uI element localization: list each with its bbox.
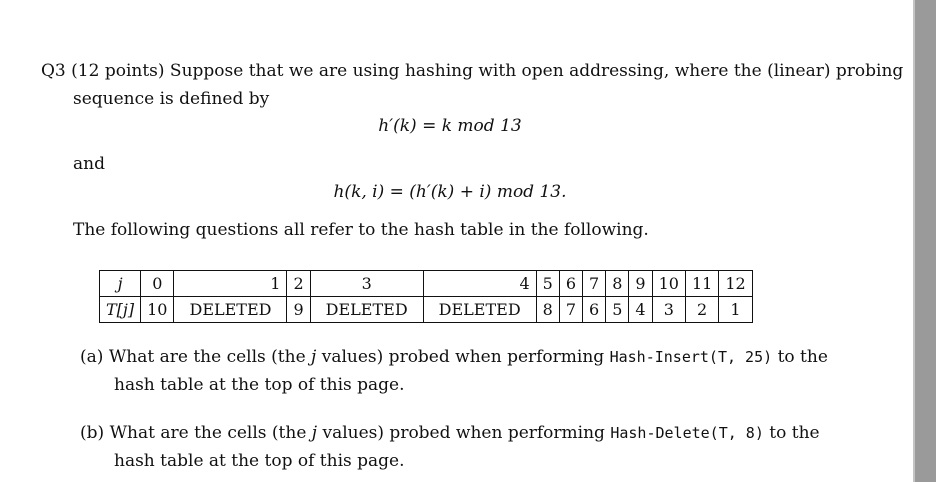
value-cell: 7 [558,296,584,323]
index-cell: 3 [309,270,424,297]
index-cell: 9 [628,270,653,297]
index-cell: 0 [140,270,175,297]
part-b-code: Hash-Delete(T, 8) [610,424,764,442]
index-cell: 4 [422,270,537,297]
value-cell: 3 [651,296,686,323]
value-cell: DELETED [422,296,537,323]
question-intro-text: (12 points) Suppose that we are using ha… [71,61,904,81]
value-cell: DELETED [173,296,288,323]
following-sentence: The following questions all refer to the… [73,220,649,240]
vertical-scrollbar[interactable] [913,0,936,482]
part-a-text-mid: values) probed when performing [321,347,605,367]
question-intro-line2: sequence is defined by [73,89,270,109]
formula-h-prime: h′(k) = k mod 13 [378,116,522,136]
value-row: T[j] 10 DELETED 9 DELETED DELETED 8 7 6 … [98,296,753,323]
index-cell: 12 [718,270,753,297]
index-cell: 1 [173,270,288,297]
value-cell: 8 [535,296,560,323]
index-cell: 7 [582,270,607,297]
index-cell: 11 [684,270,720,297]
part-b-text-before: What are the cells (the [109,423,307,443]
part-b-line1: (b) What are the cells (the j values) pr… [80,422,820,444]
part-b-text-after: to the [769,423,820,443]
value-cell: 2 [684,296,720,323]
formula-h: h(k, i) = (h′(k) + i) mod 13. [333,182,567,202]
value-header: T[j] [98,296,142,323]
index-header: j [98,270,142,297]
value-cell: 1 [718,296,753,323]
index-cell: 2 [286,270,311,297]
value-cell: 9 [286,296,311,323]
part-b-var: j [311,423,318,443]
part-b-line2: hash table at the top of this page. [114,451,405,471]
index-cell: 6 [558,270,584,297]
question-intro-line1: Q3 (12 points) Suppose that we are using… [41,60,903,82]
part-a-text-after: to the [777,347,828,367]
part-a-line2: hash table at the top of this page. [114,375,405,395]
value-cell: 6 [582,296,607,323]
part-b-text-mid: values) probed when performing [322,423,605,443]
question-label: Q3 [41,61,66,81]
value-cell: 10 [140,296,175,323]
part-b-label: (b) [80,423,105,443]
index-cell: 5 [535,270,560,297]
part-a-label: (a) [80,347,104,367]
part-a-line1: (a) What are the cells (the j values) pr… [80,346,828,368]
part-a-text-before: What are the cells (the [108,347,306,367]
and-word: and [73,154,105,174]
index-cell: 8 [605,270,630,297]
scrollbar-edge [913,0,915,482]
value-cell: 4 [628,296,653,323]
value-cell: 5 [605,296,630,323]
value-cell: DELETED [309,296,424,323]
part-a-code: Hash-Insert(T, 25) [609,348,773,366]
hash-table: j 0 1 2 3 4 5 6 7 8 9 10 11 12 T[j] 10 D… [98,270,753,323]
index-cell: 10 [651,270,686,297]
index-row: j 0 1 2 3 4 5 6 7 8 9 10 11 12 [98,270,753,297]
part-a-var: j [311,347,317,367]
